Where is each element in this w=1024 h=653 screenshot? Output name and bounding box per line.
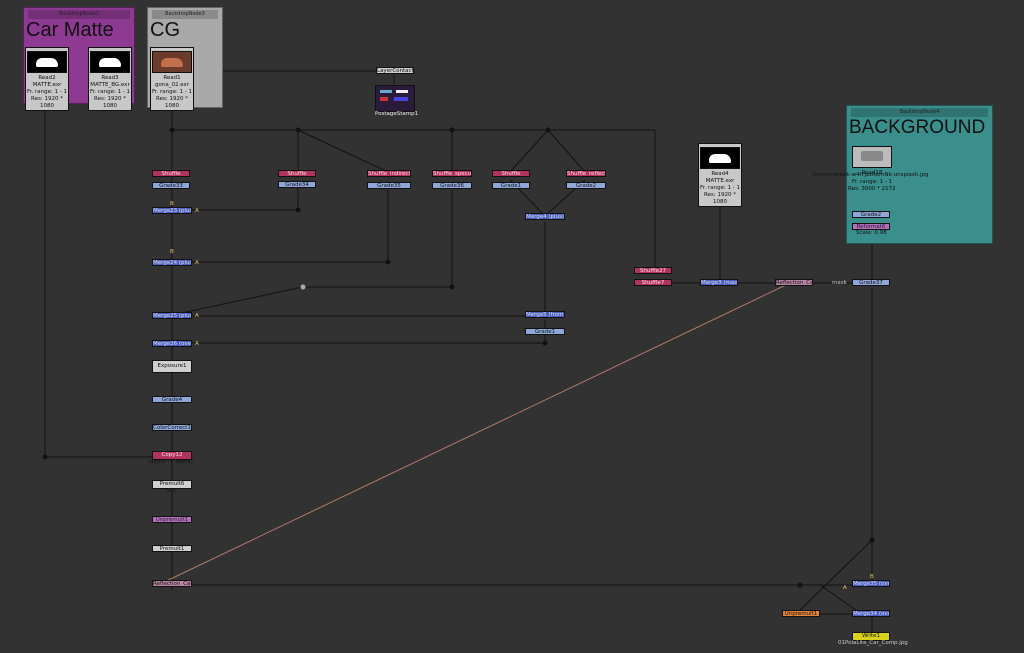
read18-range: Fr. range: 1 - 1 [852,179,893,185]
read18-res: Res: 3000 * 2172 [848,186,896,192]
pipe-label-b: B [870,574,874,580]
merge5-node[interactable]: Merge5 (from) [525,311,565,318]
mask-label: mask [832,280,847,286]
merge23-node[interactable]: Merge23 (plus) [152,207,192,214]
shuffle7-node[interactable]: Shuffle7 [634,279,672,286]
backdrop-background[interactable]: BackdropNode4 BACKGROUND [846,105,993,244]
reflection-car-node[interactable]: Reflection_Car [775,279,813,286]
shuffle-node[interactable]: Shuffle [278,170,316,177]
backdrop-name: BackdropNode3 [152,10,218,19]
merge25-node[interactable]: Merge25 (plus) [152,312,192,319]
reformat-node[interactable]: Reformat6 [852,223,890,230]
read1-node[interactable]: Read1 gona_02.exr Fr. range: 1 - 1 Res: … [150,47,194,111]
grade4-node[interactable]: Grade4 [152,396,192,403]
merge4-node[interactable]: Merge4 (plus) [525,213,565,220]
grade35-node[interactable]: Grade35 [367,182,411,189]
shuffle-node[interactable]: Shuffle [492,170,530,177]
unpremult-node[interactable]: Unpremult1 [152,516,192,523]
node-res: Res: 1920 * 1080 [31,96,63,109]
pipe-label-b: B [170,249,174,255]
node-res: Res: 1920 * 1080 [704,192,736,205]
read2-node[interactable]: Read2 MATTE.exr Fr. range: 1 - 1 Res: 19… [25,47,69,111]
shuffle27-node[interactable]: Shuffle27 [634,267,672,274]
grade2-bg-node[interactable]: Grade2 [852,211,890,218]
merge35-node[interactable]: Merge35 (over) [852,580,890,587]
matte-thumbnail [90,51,130,73]
node-file: gona_02.exr [154,82,189,88]
pipe-label-b: B [170,201,174,207]
reflection-car-low-node[interactable]: Reflection_Car [152,580,192,587]
node-title: Read1 [163,75,181,81]
read4-node[interactable]: Read4 MATTE.exr Fr. range: 1 - 1 Res: 19… [698,143,742,207]
backdrop-label: BACKGROUND [849,117,986,138]
matte-thumbnail [27,51,67,73]
merge24-node[interactable]: Merge24 (plus) [152,259,192,266]
read18-file: tommy-krook-w4fFjzzRkmNk-unsplash.jpg [813,172,929,178]
pipe-label-a: A [195,313,199,319]
reformat-scale: Scale: 0.98 [856,230,887,236]
postage-stamp-thumbnail[interactable] [375,85,415,112]
backdrop-label: Car Matte [26,19,114,41]
node-res: Res: 1920 * 1080 [156,96,188,109]
grade1-mid-node[interactable]: Grade1 [525,328,565,335]
car-thumbnail [152,51,192,73]
node-range: Fr. range: 1 - 1 [26,89,68,95]
node-title: Read2 [38,75,56,81]
node-file: MATTE.exr [705,178,735,184]
node-title: Read18 [861,170,883,176]
node-file: MATTE.exr [32,82,62,88]
postage-stamp-label: PostageStamp1 [375,111,419,117]
grade33-node[interactable]: Grade33 [152,182,190,189]
pipe-label-a: A [195,260,199,266]
shuffle-node[interactable]: Shuffle [152,170,190,177]
shuffle-reflect-node[interactable]: Shuffle_reflect [566,170,606,177]
node-file: MATTE_BG.exr [90,82,130,88]
node-range: Fr. range: 1 - 1 [699,185,741,191]
premult6-channels: (all) [166,488,177,494]
node-title: Read4 [711,171,729,177]
grade37-node[interactable]: Grade37 [852,279,890,286]
backdrop-name: BackdropNode4 [851,108,988,117]
backdrop-label: CG [150,19,180,41]
pipe-label-a: A [195,208,199,214]
write-node[interactable]: Write1 [852,632,890,641]
premult6-node[interactable]: Premult6 [152,480,192,489]
pipe-label-a: A [195,341,199,347]
merge26-node[interactable]: Merge26 (over) [152,340,192,347]
pipe-label-a: A [843,585,847,591]
shuffle-indirect-node[interactable]: Shuffle_indirect [367,170,411,177]
node-range: Fr. range: 1 - 1 [151,89,193,95]
unpremult-low-node[interactable]: Unpremult1 [782,610,820,617]
premult1-node[interactable]: Premult1 [152,545,192,552]
write-filename: 01PolaLite_Car_Comp.jpg [838,640,908,646]
copy-channels: (alpha -> alpha) [148,459,193,465]
copy-node[interactable]: Copy12 [152,451,192,460]
grade36-node[interactable]: Grade36 [432,182,472,189]
grade1-node[interactable]: Grade1 [492,182,530,189]
layer-contact-sheet-node[interactable]: LayerContactSheet1 [376,67,414,74]
exposure-node[interactable]: Exposure1 [152,360,192,373]
grade2-node[interactable]: Grade2 [566,182,606,189]
node-res: Res: 1920 * 1080 [94,96,126,109]
merge-mask-node[interactable]: Merge3 (mask) [700,279,738,286]
node-title: Read3 [101,75,119,81]
read18-node[interactable]: Read18 [849,143,895,177]
shuffle-specular-node[interactable]: Shuffle_specular [432,170,472,177]
backdrop-name: BackdropNode1 [28,10,130,19]
grade34-node[interactable]: Grade34 [278,181,316,188]
color-correct-node[interactable]: ColorCorrect1 [152,424,192,431]
matte-thumbnail [700,147,740,169]
merge34-node[interactable]: Merge34 (over) [852,610,890,617]
node-range: Fr. range: 1 - 1 [89,89,131,95]
read3-node[interactable]: Read3 MATTE_BG.exr Fr. range: 1 - 1 Res:… [88,47,132,111]
background-thumbnail [852,146,892,168]
